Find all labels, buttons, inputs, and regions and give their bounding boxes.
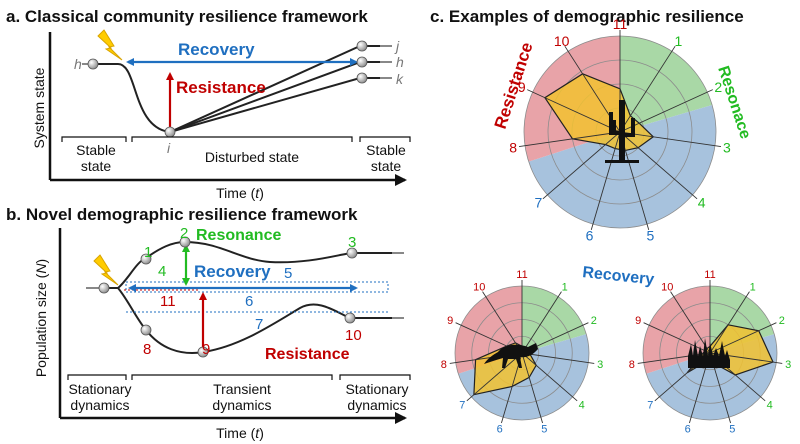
axis-number-11: 11: [516, 269, 527, 281]
panel-b-num-1: 1: [144, 244, 152, 261]
panel-a-title: a. Classical community resilience framew…: [6, 7, 368, 26]
panel-b-recovery-label: Recovery: [194, 262, 271, 281]
axis-number-9: 9: [635, 315, 641, 327]
axis-number-10: 10: [473, 281, 485, 293]
axis-number-6: 6: [497, 424, 503, 436]
axis-number-7: 7: [647, 400, 653, 412]
axis-number-3: 3: [597, 359, 603, 371]
axis-number-6: 6: [586, 228, 594, 244]
panel-b-ylabel: Population size (N): [33, 259, 49, 377]
panel-a-curve-h: [170, 62, 380, 132]
axis-number-8: 8: [629, 359, 635, 371]
panel-a-stable-left-1: Stable: [76, 142, 116, 158]
panel-b-node-10: [345, 313, 355, 323]
panel-b-node-start: [99, 283, 109, 293]
panel-b-resistance-label: Resistance: [265, 346, 350, 363]
axis-number-3: 3: [785, 359, 791, 371]
axis-number-9: 9: [518, 79, 526, 95]
panel-b-num-10: 10: [345, 327, 362, 344]
panel-a-stable-right-2: state: [371, 158, 402, 174]
panel-b-bracket-transient: [132, 375, 332, 380]
panel-a: a. Classical community resilience framew…: [6, 7, 410, 201]
panel-b-num-7: 7: [255, 316, 263, 333]
panel-a-stable-left-2: state: [81, 158, 112, 174]
panel-b-stationary-right-1: Stationary: [345, 381, 408, 397]
panel-a-resistance-label: Resistance: [176, 78, 266, 97]
axis-number-1: 1: [750, 281, 756, 293]
panel-b-num-5: 5: [284, 265, 292, 282]
panel-a-recovery-label: Recovery: [178, 40, 255, 59]
axis-number-1: 1: [562, 281, 568, 293]
panel-c-title: c. Examples of demographic resilience: [430, 7, 744, 26]
panel-b-num-2: 2: [180, 225, 188, 242]
lightning-icon: [94, 255, 118, 285]
axis-number-3: 3: [723, 139, 731, 155]
panel-c-resonance-label: Resonace: [714, 64, 754, 141]
panel-b-transient-1: Transient: [213, 381, 271, 397]
panel-a-node-k: [357, 73, 367, 83]
axis-number-9: 9: [447, 315, 453, 327]
axis-number-6: 6: [685, 424, 691, 436]
axis-number-5: 5: [541, 424, 547, 436]
axis-number-10: 10: [661, 281, 673, 293]
panel-b-resonance-label: Resonance: [196, 227, 281, 244]
axis-number-4: 4: [579, 400, 585, 412]
axis-number-11: 11: [613, 16, 628, 32]
axis-number-8: 8: [441, 359, 447, 371]
panel-b: b. Novel demographic resilience framewor…: [6, 205, 410, 441]
panel-a-label-h-left: h: [74, 56, 82, 72]
lightning-icon: [98, 30, 122, 60]
panel-b-stationary-left-2: dynamics: [70, 397, 129, 413]
panel-b-bracket-stationary-right: [340, 375, 410, 380]
panel-a-stable-right-1: Stable: [366, 142, 406, 158]
axis-number-4: 4: [767, 400, 773, 412]
panel-a-label-j: j: [394, 38, 400, 54]
panel-a-node-h-right: [357, 57, 367, 67]
axis-number-2: 2: [714, 79, 722, 95]
axis-number-2: 2: [591, 315, 597, 327]
panel-b-stationary-left-1: Stationary: [68, 381, 131, 397]
panel-a-ylabel: System state: [31, 67, 47, 148]
panel-b-bracket-stationary-left: [68, 375, 126, 380]
panel-c-recovery-label: Recovery: [582, 264, 656, 288]
axis-number-5: 5: [729, 424, 735, 436]
axis-number-7: 7: [459, 400, 465, 412]
panel-a-bracket-disturbed: [132, 137, 352, 142]
panel-b-transient-2: dynamics: [212, 397, 271, 413]
axis-number-11: 11: [704, 269, 715, 281]
panel-c-radar-charts: 123456789101112345678910111234567891011: [441, 16, 792, 436]
panel-b-stationary-right-2: dynamics: [347, 397, 406, 413]
panel-a-disturbed: Disturbed state: [205, 149, 299, 165]
panel-a-label-k: k: [396, 71, 404, 87]
panel-b-num-8: 8: [143, 341, 151, 358]
panel-a-node-i: [165, 127, 175, 137]
panel-b-num-11: 11: [160, 293, 176, 310]
panel-a-xlabel: Time (t): [216, 185, 264, 201]
axis-number-10: 10: [554, 33, 570, 49]
panel-b-num-6: 6: [245, 293, 253, 310]
axis-number-2: 2: [779, 315, 785, 327]
panel-c: c. Examples of demographic resilience Re…: [430, 7, 791, 436]
axis-number-1: 1: [674, 33, 682, 49]
panel-b-title: b. Novel demographic resilience framewor…: [6, 205, 358, 224]
panel-b-xlabel: Time (t): [216, 425, 264, 441]
axis-number-5: 5: [647, 228, 655, 244]
panel-a-label-h-right: h: [396, 54, 404, 70]
panel-a-label-i: i: [167, 140, 171, 156]
panel-b-num-4: 4: [158, 263, 166, 280]
panel-b-num-9: 9: [202, 341, 210, 358]
panel-b-node-8: [141, 325, 151, 335]
panel-b-num-3: 3: [348, 234, 356, 251]
panel-a-node-j: [357, 41, 367, 51]
panel-a-node-h-left: [88, 59, 98, 69]
axis-number-7: 7: [534, 195, 542, 211]
axis-number-4: 4: [698, 195, 706, 211]
axis-number-8: 8: [509, 139, 517, 155]
